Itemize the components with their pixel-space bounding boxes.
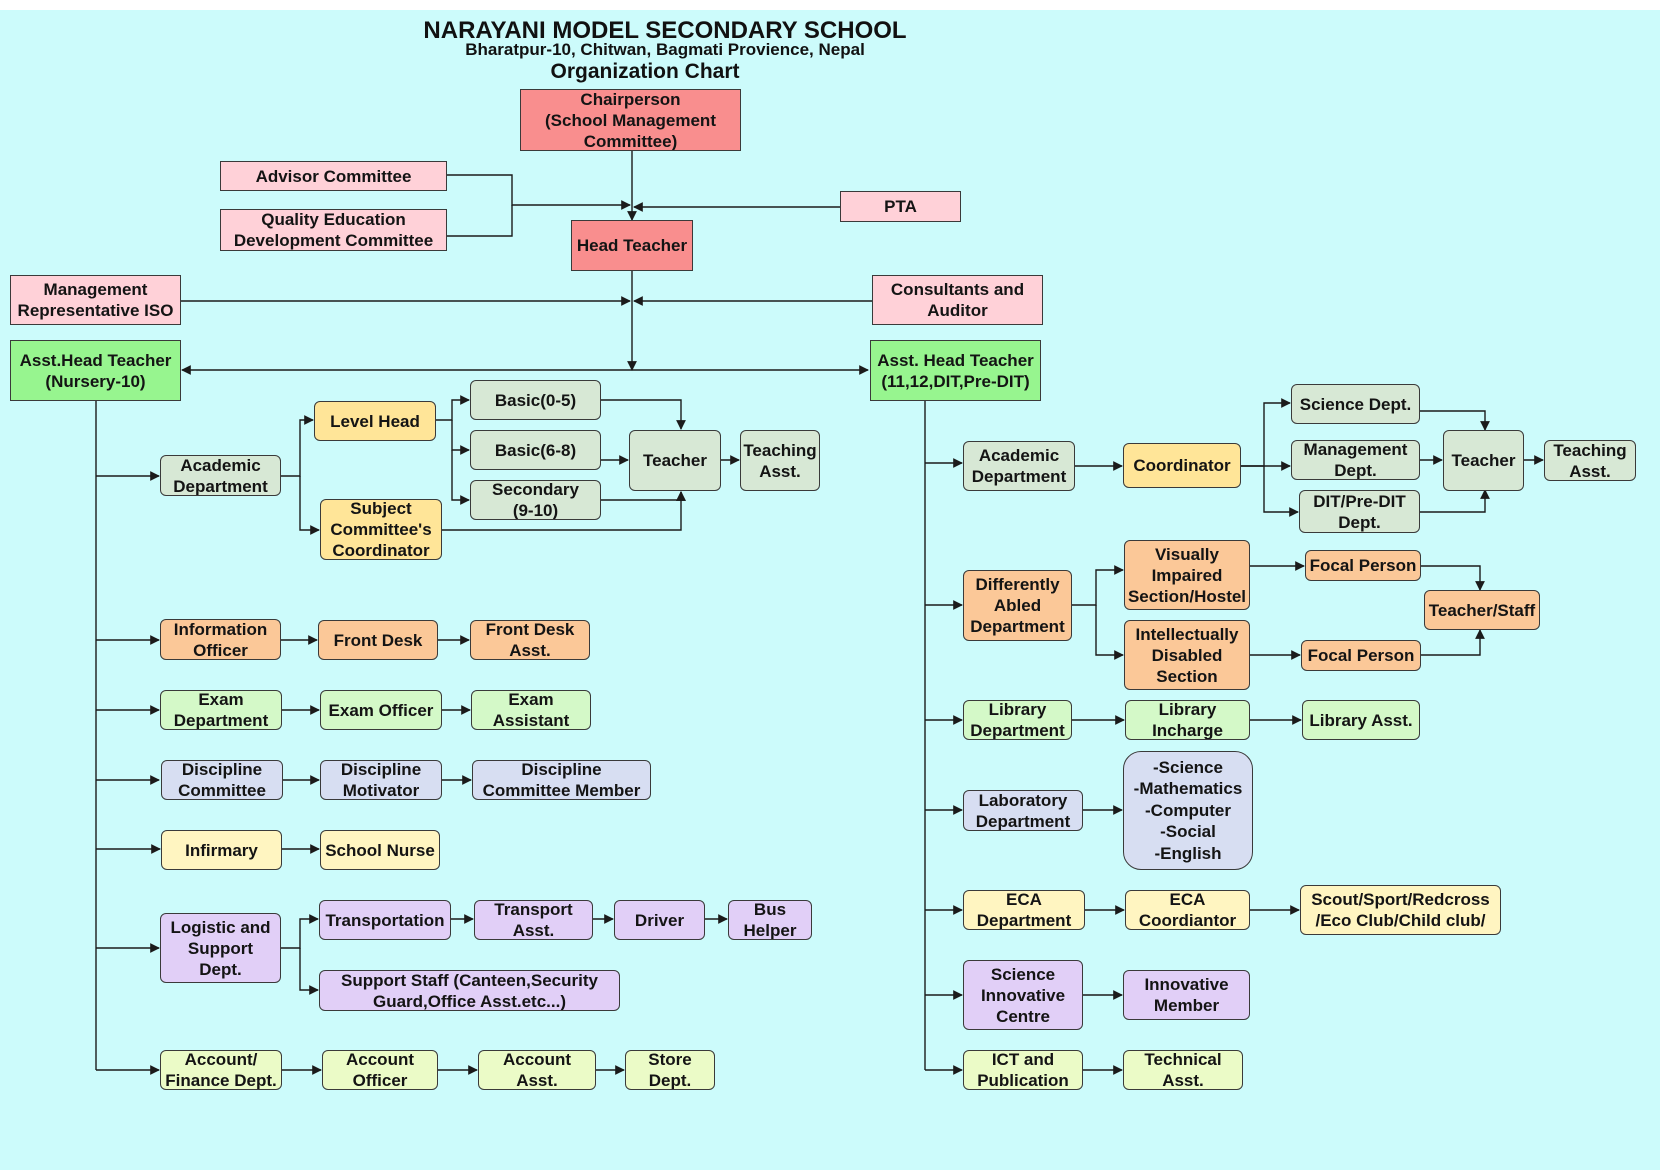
- discipline-committee-box: Discipline Committee: [161, 760, 283, 800]
- support-staff-box: Support Staff (Canteen,Security Guard,Of…: [319, 970, 620, 1011]
- connector-qed: [446, 205, 513, 237]
- asst-head-higher-box: Asst. Head Teacher (11,12,DIT,Pre-DIT): [870, 340, 1041, 401]
- basic-0-5-box: Basic(0-5): [470, 380, 601, 420]
- science-dept-box: Science Dept.: [1291, 384, 1420, 424]
- lab-subjects-box: -Science -Mathematics -Computer -Social …: [1123, 751, 1253, 870]
- visually-impaired-box: Visually Impaired Section/Hostel: [1124, 540, 1250, 610]
- logistic-support-box: Logistic and Support Dept.: [160, 913, 281, 983]
- exam-assistant-box: Exam Assistant: [471, 690, 591, 730]
- innovative-member-box: Innovative Member: [1123, 970, 1250, 1020]
- technical-asst-box: Technical Asst.: [1123, 1050, 1243, 1090]
- pta-box: PTA: [840, 191, 961, 222]
- transport-asst-box: Transport Asst.: [474, 900, 593, 940]
- discipline-member-box: Discipline Committee Member: [472, 760, 651, 800]
- science-innovative-box: Science Innovative Centre: [963, 960, 1083, 1030]
- eca-clubs-box: Scout/Sport/Redcross /Eco Club/Child clu…: [1300, 885, 1501, 935]
- ict-publication-box: ICT and Publication: [963, 1050, 1083, 1090]
- differently-abled-box: Differently Abled Department: [963, 570, 1072, 641]
- subject-coordinator-box: Subject Committee's Coordinator: [320, 499, 442, 560]
- chairperson-box: Chairperson (School Management Committee…: [520, 89, 741, 151]
- dit-dept-box: DIT/Pre-DIT Dept.: [1299, 490, 1420, 533]
- front-desk-asst-box: Front Desk Asst.: [470, 620, 590, 660]
- transportation-box: Transportation: [319, 900, 451, 940]
- right-teacher-box: Teacher: [1443, 430, 1524, 491]
- focal-person-1-box: Focal Person: [1305, 550, 1421, 581]
- management-rep-box: Management Representative ISO: [10, 275, 181, 325]
- left-teaching-asst-box: Teaching Asst.: [740, 430, 820, 491]
- consultants-box: Consultants and Auditor: [872, 275, 1043, 325]
- bus-helper-box: Bus Helper: [728, 900, 812, 940]
- teacher-staff-box: Teacher/Staff: [1424, 590, 1540, 630]
- account-asst-box: Account Asst.: [478, 1050, 596, 1090]
- library-asst-box: Library Asst.: [1302, 700, 1420, 740]
- basic-6-8-box: Basic(6-8): [470, 430, 601, 470]
- secondary-box: Secondary (9-10): [470, 480, 601, 520]
- eca-coordinator-box: ECA Coordiantor: [1125, 890, 1250, 930]
- exam-department-box: Exam Department: [160, 690, 282, 730]
- school-nurse-box: School Nurse: [320, 830, 440, 870]
- eca-department-box: ECA Department: [963, 890, 1085, 930]
- account-finance-box: Account/ Finance Dept.: [160, 1050, 282, 1090]
- asst-head-nursery-box: Asst.Head Teacher (Nursery-10): [10, 340, 181, 401]
- level-head-box: Level Head: [314, 401, 436, 441]
- school-name-title: NARAYANI MODEL SECONDARY SCHOOL: [423, 17, 907, 44]
- focal-person-2-box: Focal Person: [1301, 640, 1421, 671]
- front-desk-box: Front Desk: [318, 620, 438, 660]
- right-teaching-asst-box: Teaching Asst.: [1544, 440, 1636, 481]
- chart-name-heading: Organization Chart: [550, 60, 740, 83]
- account-officer-box: Account Officer: [322, 1050, 438, 1090]
- driver-box: Driver: [614, 900, 705, 940]
- discipline-motivator-box: Discipline Motivator: [320, 760, 442, 800]
- information-officer-box: Information Officer: [160, 619, 281, 660]
- coordinator-box: Coordinator: [1123, 443, 1241, 488]
- laboratory-department-box: Laboratory Department: [963, 790, 1083, 831]
- right-academic-department-box: Academic Department: [963, 441, 1075, 491]
- head-teacher-box: Head Teacher: [571, 220, 693, 271]
- exam-officer-box: Exam Officer: [320, 690, 442, 730]
- library-department-box: Library Department: [963, 700, 1072, 740]
- connector-advisor: [446, 174, 631, 210]
- infirmary-box: Infirmary: [161, 830, 282, 870]
- school-address-subtitle: Bharatpur-10, Chitwan, Bagmati Provience…: [465, 40, 865, 59]
- library-incharge-box: Library Incharge: [1125, 700, 1250, 740]
- intellectually-disabled-box: Intellectually Disabled Section: [1124, 620, 1250, 690]
- left-academic-department-box: Academic Department: [160, 455, 281, 496]
- store-dept-box: Store Dept.: [625, 1050, 715, 1090]
- advisor-committee-box: Advisor Committee: [220, 161, 447, 191]
- management-dept-box: Management Dept.: [1291, 440, 1420, 480]
- qed-committee-box: Quality Education Development Committee: [220, 209, 447, 251]
- left-teacher-box: Teacher: [629, 430, 721, 491]
